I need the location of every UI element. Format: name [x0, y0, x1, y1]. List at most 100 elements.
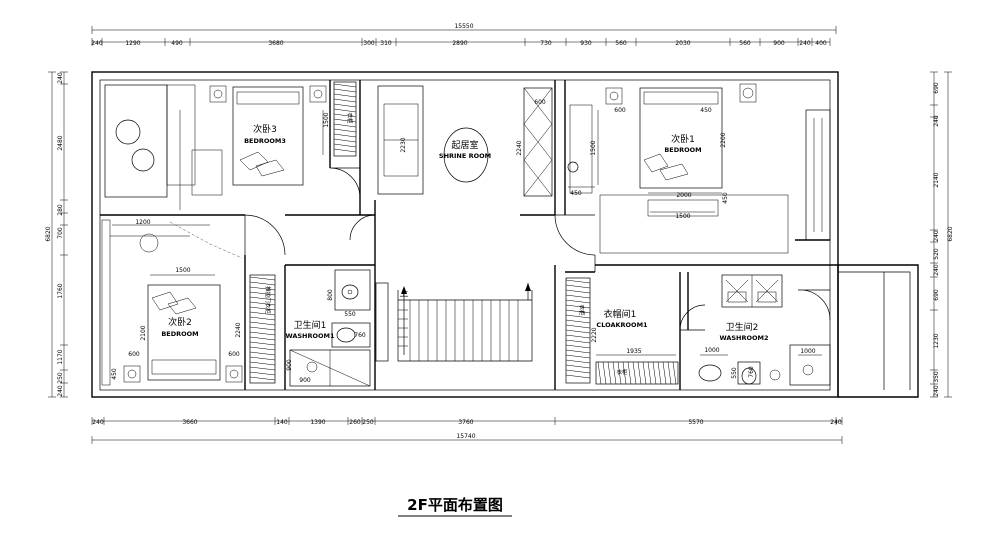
dim-bot-2: 140 — [276, 419, 288, 426]
drawing-line — [565, 369, 591, 374]
dim-left-2: 280 — [57, 204, 64, 216]
w2-550: 550 — [731, 367, 738, 379]
drawing-line — [333, 88, 357, 93]
b1-450b: 450 — [700, 107, 712, 114]
cloakroom-name-zh: 衣帽间1 — [604, 308, 637, 320]
cloak-h-label: 衣柜 — [616, 368, 628, 376]
shrine-600: 600 — [534, 99, 546, 106]
shrine-name-en: SHRINE ROOM — [439, 152, 491, 160]
drawing-line — [602, 361, 607, 385]
dim-right-8: 350 — [933, 371, 940, 383]
b1-2000: 2000 — [676, 192, 691, 199]
toilet1 — [331, 322, 371, 348]
b2-2100: 2100 — [140, 325, 147, 340]
exterior-walls — [91, 71, 919, 398]
dim-right-9: 240 — [933, 385, 940, 397]
drawing-line — [249, 311, 276, 316]
dim-left-7: 240 — [57, 385, 64, 397]
dim-bot-6: 3760 — [458, 419, 473, 426]
dim-right-2: 2140 — [933, 172, 940, 187]
drawing-line — [672, 361, 677, 385]
b2-450: 450 — [111, 368, 118, 380]
shrine-name-zh: 起居室 — [451, 139, 478, 151]
bedroom3-name-en: BEDROOM3 — [244, 137, 286, 145]
drawing-line — [612, 361, 617, 385]
drawing-line — [565, 299, 591, 304]
w2-760: 760 — [748, 366, 755, 378]
drawing-line — [627, 361, 632, 385]
dim-bot-8: 240 — [830, 419, 842, 426]
dim-bot-4: 260 — [349, 419, 361, 426]
dim-right-0: 690 — [933, 82, 940, 94]
drawing-line — [249, 341, 276, 346]
w2-1000a: 1000 — [704, 347, 719, 354]
dim-top-8: 930 — [580, 40, 592, 47]
drawing-line — [249, 301, 276, 306]
drawing-line — [565, 314, 591, 319]
drawing-line — [565, 309, 591, 314]
left-dimension-chain: 6820 240 2480 280 700 1760 1170 250 240 — [45, 71, 68, 398]
w2-1000b: 1000 — [800, 348, 815, 355]
c-1935: 1935 — [626, 348, 641, 355]
bed2 — [147, 284, 221, 381]
dim-left-5: 1170 — [57, 349, 64, 364]
shrine-room: 2230 起居室 SHRINE ROOM 2240 600 — [377, 85, 553, 197]
b1-2200: 2200 — [720, 132, 727, 147]
bedroom2-name-en: BEDROOM — [161, 330, 198, 338]
dim-left-total: 6820 — [45, 226, 52, 241]
dim-bot-3: 1390 — [310, 419, 325, 426]
drawing-line — [565, 334, 591, 339]
drawing-line — [667, 361, 672, 385]
drawing-line — [637, 361, 642, 385]
drawing-line — [249, 366, 276, 371]
dim-left-0: 240 — [57, 72, 64, 84]
drawing-line — [662, 361, 667, 385]
drawing-line — [249, 276, 276, 281]
b3-1500: 1500 — [323, 112, 330, 127]
b2-2240: 2240 — [235, 322, 242, 337]
cloakroom: 衣柜 2220 1935 衣柜 衣帽间1 CLOAKROOM1 — [565, 277, 679, 385]
dim-left-1: 2480 — [57, 135, 64, 150]
chair — [131, 148, 155, 172]
c-2220: 2220 — [591, 327, 598, 342]
cloak-vertical-wardrobe — [565, 277, 591, 384]
shower2 — [789, 344, 831, 386]
drawing-line — [565, 364, 591, 369]
drawing-line — [657, 361, 662, 385]
dim-right-6: 690 — [933, 289, 940, 301]
drawing-line — [333, 103, 357, 108]
round-table — [115, 119, 141, 145]
rug — [599, 194, 789, 254]
dim-top-total: 15550 — [454, 23, 473, 30]
drawing-line — [249, 346, 276, 351]
display-cabinet — [523, 87, 553, 197]
drawing-line — [597, 361, 602, 385]
dim-bot-1: 3660 — [182, 419, 197, 426]
drawing-line — [333, 108, 357, 113]
bedroom2: 1200 1500 2100 2240 600 600 450 推拉门衣柜 次卧… — [101, 219, 276, 386]
bottom-dimension-chain: 240 3660 140 1390 260 250 3760 5570 240 … — [91, 417, 843, 444]
dim-right-3: 240 — [933, 230, 940, 242]
dim-left-3: 700 — [57, 227, 64, 239]
w1-800: 800 — [327, 289, 334, 301]
washroom1-name-en: WASHROOM1 — [285, 332, 335, 340]
drawing-line — [565, 294, 591, 299]
drawing-line — [249, 316, 276, 321]
dim-top-0: 240 — [91, 40, 103, 47]
staircase: 上 — [375, 282, 533, 362]
drawing-line — [249, 281, 276, 286]
bedroom1: 450 1500 600 450 2000 1500 450 2200 次卧1 … — [567, 83, 789, 254]
drawing-line — [523, 159, 553, 197]
drawing-line — [565, 359, 591, 364]
drawing-line — [333, 83, 357, 88]
bedroom2-name-zh: 次卧2 — [168, 316, 192, 328]
dim-bot-5: 250 — [362, 419, 374, 426]
drawing-line — [565, 324, 591, 329]
drawing-line — [249, 331, 276, 336]
drawing-line — [333, 133, 357, 138]
b2-1200: 1200 — [135, 219, 150, 226]
dim-top-3: 3680 — [268, 40, 283, 47]
desk-return — [166, 84, 196, 186]
drawing-line — [333, 143, 357, 148]
washroom2: 1000 550 760 1000 卫生间2 WASHROOM2 — [698, 274, 831, 386]
